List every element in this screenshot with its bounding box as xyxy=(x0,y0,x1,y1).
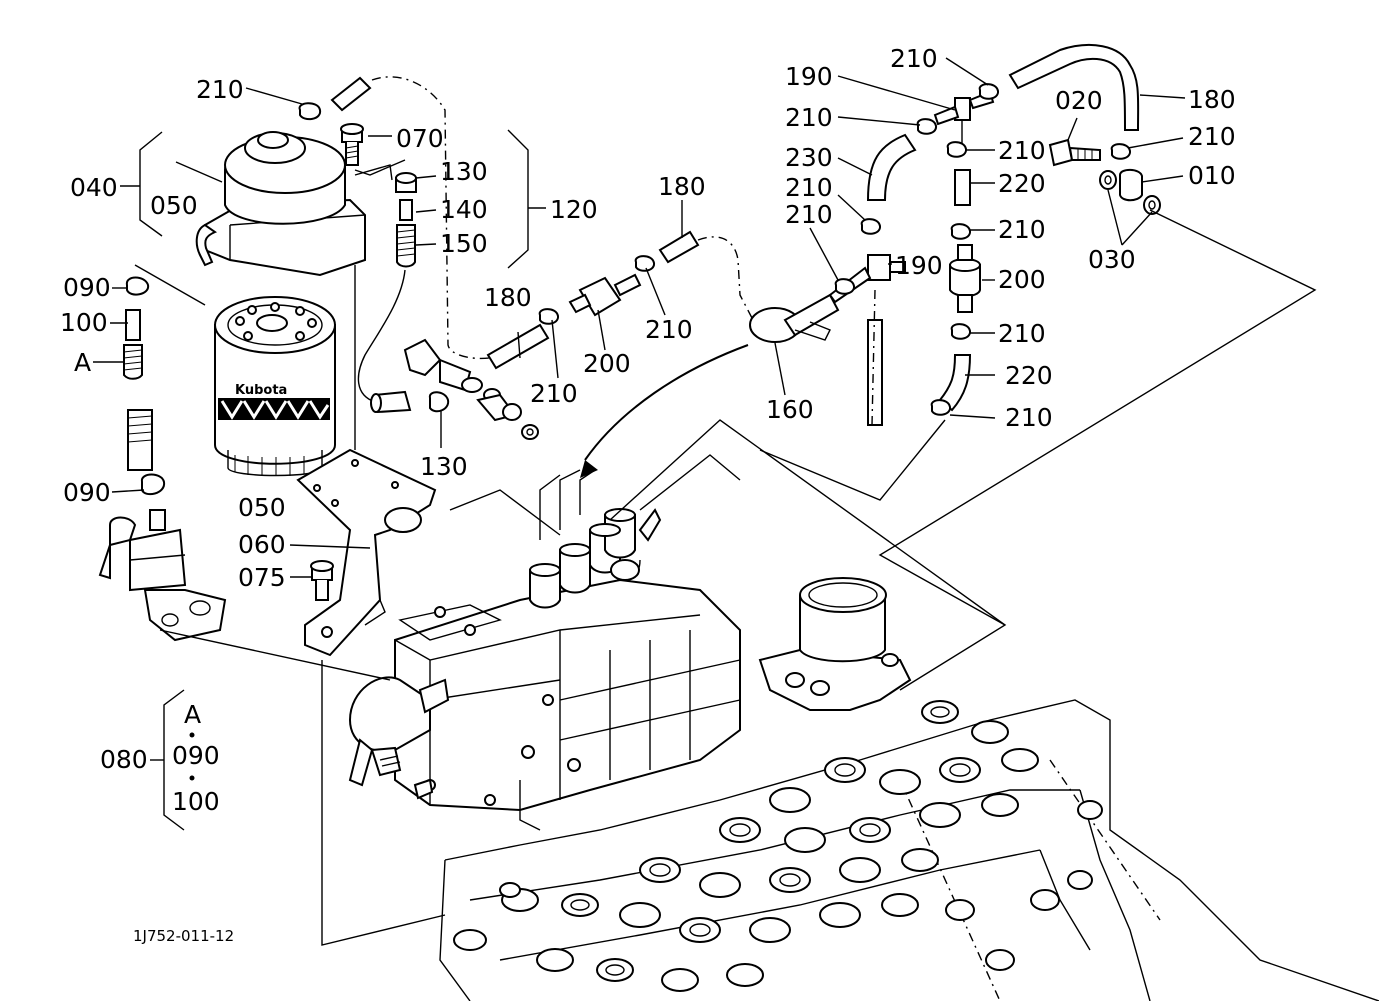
callout-210: 210 xyxy=(1188,122,1236,151)
callout-230: 230 xyxy=(785,143,833,172)
callout-070: 070 xyxy=(396,124,444,153)
callout-130: 130 xyxy=(440,157,488,186)
figure-code: 1J752-011-12 xyxy=(133,927,234,945)
callout-180: 180 xyxy=(658,172,706,201)
callout-150: 150 xyxy=(440,229,488,258)
callout-140: 140 xyxy=(440,195,488,224)
connector-lines xyxy=(371,76,876,426)
callout-010: 010 xyxy=(1188,161,1236,190)
callout-190: 190 xyxy=(785,62,833,91)
callout-050: 050 xyxy=(238,493,286,522)
injection-pump xyxy=(348,469,741,831)
callout-210: 210 xyxy=(196,75,244,104)
callout-220: 220 xyxy=(998,169,1046,198)
callout-220: 220 xyxy=(1005,361,1053,390)
return-piping xyxy=(330,44,1161,426)
brand-band xyxy=(218,398,330,420)
callout-075: 075 xyxy=(238,563,286,592)
filter-brand-text: Kubota xyxy=(235,383,287,398)
callout-180: 180 xyxy=(484,283,532,312)
kit-080-contents: A 090 100 xyxy=(172,700,220,816)
callout-130: 130 xyxy=(420,452,468,481)
reference-lines xyxy=(134,159,1317,946)
callout-labels: 210 070 040 050 130 140 120 150 090 100 … xyxy=(60,44,1236,774)
callout-200: 200 xyxy=(583,349,631,378)
callout-210: 210 xyxy=(785,200,833,229)
kit-080-line1: A xyxy=(184,700,201,729)
callout-200: 200 xyxy=(998,265,1046,294)
callout-160: 160 xyxy=(766,395,814,424)
callout-210: 210 xyxy=(998,136,1046,165)
callout-050: 050 xyxy=(150,191,198,220)
callout-100: 100 xyxy=(60,308,108,337)
callout-190: 190 xyxy=(895,251,943,280)
callout-210: 210 xyxy=(998,319,1046,348)
callout-210: 210 xyxy=(645,315,693,344)
callout-090: 090 xyxy=(63,273,111,302)
kit-080-line2: 090 xyxy=(172,741,220,770)
callout-210: 210 xyxy=(998,215,1046,244)
ref-A: A xyxy=(74,348,91,377)
callout-210: 210 xyxy=(785,103,833,132)
callout-210: 210 xyxy=(530,379,578,408)
callout-090: 090 xyxy=(63,478,111,507)
callout-210: 210 xyxy=(1005,403,1053,432)
callout-180: 180 xyxy=(1188,85,1236,114)
callout-020: 020 xyxy=(1055,86,1103,115)
callout-120: 120 xyxy=(550,195,598,224)
callout-060: 060 xyxy=(238,530,286,559)
callout-030: 030 xyxy=(1088,245,1136,274)
head-ports xyxy=(453,700,1103,992)
water-flange xyxy=(758,577,912,711)
callout-080: 080 xyxy=(100,745,148,774)
leader-lines xyxy=(93,57,1186,578)
callout-040: 040 xyxy=(70,173,118,202)
kit-080-line3: 100 xyxy=(172,787,220,816)
cylinder-head-block xyxy=(439,577,1379,1001)
callout-210: 210 xyxy=(890,44,938,73)
fuel-filter-assembly: Kubota xyxy=(98,123,539,657)
callout-210: 210 xyxy=(785,173,833,202)
group-braces xyxy=(120,129,546,831)
